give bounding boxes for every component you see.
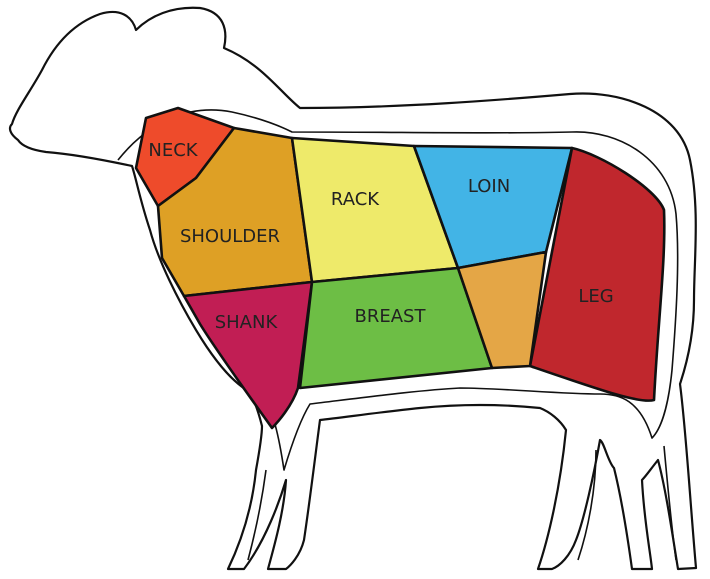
neck-label: NECK	[148, 140, 198, 161]
shank-label: SHANK	[215, 312, 279, 333]
loin-label: LOIN	[468, 176, 510, 197]
shoulder-label: SHOULDER	[180, 226, 280, 247]
rack-label: RACK	[331, 189, 380, 210]
leg-label: LEG	[578, 286, 613, 307]
breast-label: BREAST	[355, 306, 427, 327]
